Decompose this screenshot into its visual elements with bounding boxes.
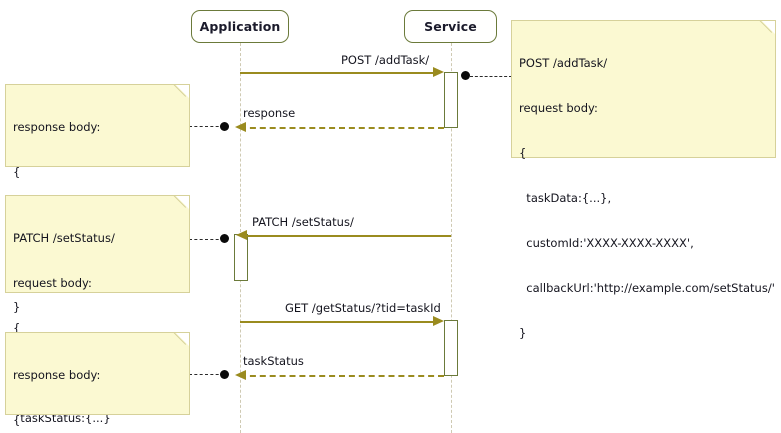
message-label-patch-setstatus: PATCH /setStatus/ (252, 215, 354, 229)
note-line: callbackUrl:'http://example.com/setStatu… (519, 281, 775, 295)
note-fold-edge-icon (172, 84, 190, 102)
note-anchor-line-post-addtask (470, 76, 512, 77)
note-line: request body: (13, 276, 92, 290)
message-arrowhead-addtask-response (235, 122, 246, 132)
note-line: { (13, 413, 21, 427)
participant-service[interactable]: Service (404, 10, 497, 43)
participant-application[interactable]: Application (191, 10, 289, 43)
note-line: request body: (519, 101, 598, 115)
message-arrowhead-taskstatus (235, 370, 246, 380)
note-line: { (13, 321, 21, 335)
note-anchor-line-getstatus-response (189, 374, 224, 375)
note-fold-edge-icon (758, 20, 776, 38)
note-anchor-line-addtask-response (189, 126, 224, 127)
message-line-patch-setstatus (243, 235, 451, 237)
note-line: { (13, 165, 21, 179)
message-label-taskstatus: taskStatus (243, 354, 304, 368)
note-line: POST /addTask/ (519, 56, 608, 70)
note-line: response body: (13, 120, 101, 134)
message-line-get-getstatus (240, 321, 438, 323)
note-line: customId:'XXXX-XXXX-XXXX', (519, 236, 694, 250)
message-arrowhead-post-addtask (433, 67, 444, 77)
note-anchor-dot-getstatus-response (220, 370, 229, 379)
note-anchor-dot-addtask-response (220, 122, 229, 131)
participant-application-label: Application (199, 19, 281, 34)
note-getstatus-response: response body: { taskId:'0000-0000-0000'… (5, 332, 190, 427)
message-label-addtask-response: response (243, 106, 296, 120)
note-anchor-line-patch-setstatus (189, 239, 224, 240)
message-line-post-addtask (240, 72, 438, 74)
activation-application-setstatus (234, 234, 248, 281)
activation-service-addtask (444, 72, 458, 128)
note-line: } (13, 300, 21, 314)
note-line: } (519, 326, 527, 340)
activation-service-getstatus (444, 320, 458, 376)
note-line: PATCH /setStatus/ (13, 231, 115, 245)
message-label-post-addtask: POST /addTask/ (341, 53, 430, 67)
note-fold-edge-icon (172, 332, 190, 350)
note-addtask-response: response body: { taskId:'0000-0000-0000'… (5, 84, 190, 314)
participant-service-label: Service (424, 19, 477, 34)
note-patch-setstatus: PATCH /setStatus/ request body: { taskId… (5, 195, 190, 425)
note-line: taskData:{...}, (519, 191, 612, 205)
lifeline-service (451, 43, 452, 433)
note-anchor-dot-post-addtask (461, 71, 470, 80)
message-line-addtask-response (240, 127, 444, 129)
note-anchor-dot-patch-setstatus (220, 234, 229, 243)
note-fold-edge-icon (172, 195, 190, 213)
message-line-taskstatus (240, 375, 444, 377)
note-line: { (519, 146, 527, 160)
message-label-get-getstatus: GET /getStatus/?tid=taskId (285, 301, 441, 315)
message-arrowhead-patch-setstatus (236, 230, 247, 240)
note-line: response body: (13, 368, 101, 382)
message-arrowhead-get-getstatus (433, 316, 444, 326)
note-post-addtask: POST /addTask/ request body: { taskData:… (511, 20, 776, 340)
